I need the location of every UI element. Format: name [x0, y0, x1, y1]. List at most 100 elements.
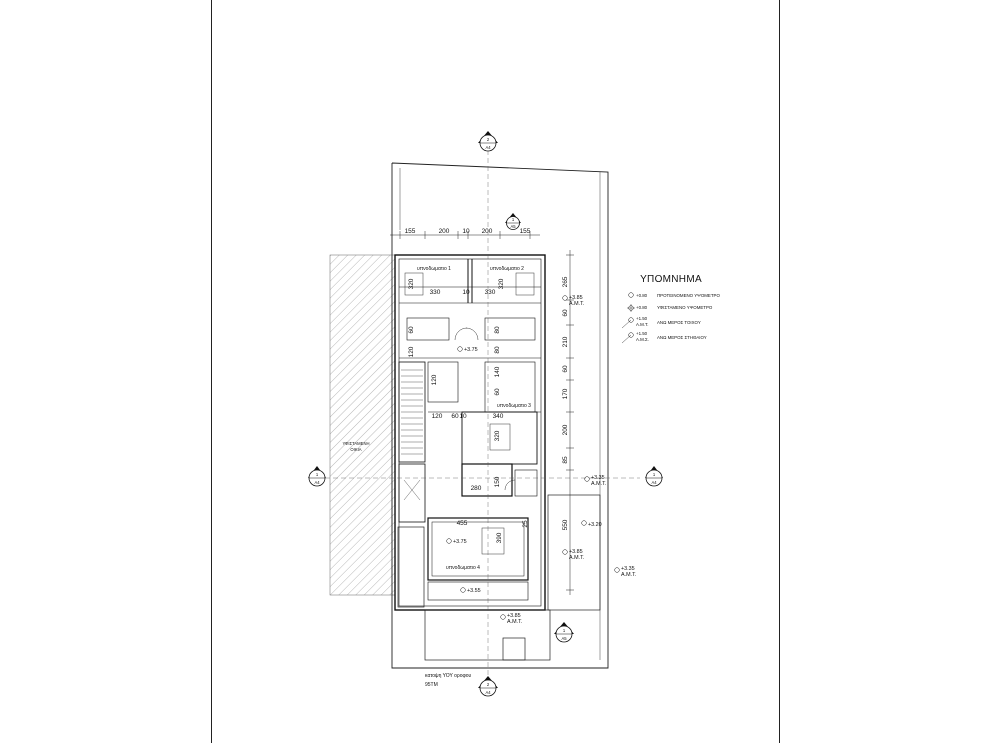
section-mark-right: 1 A4 [645, 466, 663, 487]
level-6: +3.85 [569, 549, 583, 555]
dim-150: 150 [494, 476, 501, 487]
dim-455: 455 [457, 520, 468, 527]
existing-house-label-2: ΟΙΚΙΑ [350, 447, 361, 452]
section-mark-bottom: 2 A4 [478, 676, 498, 697]
level-3-sub: Α.Μ.Τ. [591, 481, 606, 487]
legend-item-2-sub: Α.Μ.Τ. [636, 322, 648, 327]
dim-390: 390 [496, 532, 503, 543]
dim-right-5: 200 [562, 424, 569, 435]
dim-top-3: 200 [482, 228, 493, 235]
level-6-sub: Α.Μ.Τ. [569, 555, 584, 561]
axis-lines [325, 150, 640, 680]
legend-item-3-sub: Α.Μ.Σ. [636, 337, 649, 342]
section-mark-left: 1 A4 [308, 466, 326, 487]
level-5: +3.75 [453, 539, 467, 545]
level-8: +3.55 [467, 588, 481, 594]
level-markers [446, 295, 620, 620]
legend-item-1-level: +0.80 [636, 305, 648, 310]
dim-right-2: 210 [562, 336, 569, 347]
level-7-sub: Α.Μ.Τ. [621, 572, 636, 578]
legend-item-0-label: ΠΡΟΤΕΙΝΟΜΕΝΟ ΥΨΟΜΕΤΡΟ [657, 293, 720, 298]
dim-60b: 60 [451, 413, 459, 420]
dim-10: 10 [462, 289, 470, 296]
level-4: +3.20 [588, 522, 602, 528]
legend-item-0: +0.80 ΠΡΟΤΕΙΝΟΜΕΝΟ ΥΨΟΜΕΤΡΟ [628, 292, 720, 298]
svg-text:A5: A5 [510, 224, 516, 229]
room-label-2: υπνοδωματιο 2 [490, 266, 524, 272]
doors [454, 327, 516, 491]
legend-item-0-level: +0.80 [636, 293, 648, 298]
dim-330a: 330 [430, 289, 441, 296]
legend: ΥΠΟΜΝΗΜΑ +0.80 ΠΡΟΤΕΙΝΟΜΕΝΟ ΥΨΟΜΕΤΡΟ +0.… [621, 274, 720, 344]
level-9: +3.85 [507, 613, 521, 619]
dim-320b: 320 [498, 278, 505, 289]
dim-25: 25 [522, 520, 529, 528]
legend-item-2: +1.50 Α.Μ.Τ. ΑΝΩ ΜΕΡΟΣ ΤΟΙΧΟΥ [621, 316, 701, 329]
dim-80b: 80 [494, 346, 501, 354]
dim-320c: 320 [494, 430, 501, 441]
dim-340: 340 [493, 413, 504, 420]
level-9-sub: Α.Μ.Τ. [507, 619, 522, 625]
svg-text:A4: A4 [314, 480, 320, 485]
level-3: +3.35 [591, 475, 605, 481]
plot-boundary [391, 162, 609, 669]
legend-item-3: +1.50 Α.Μ.Σ. ΑΝΩ ΜΕΡΟΣ ΣΤΗΘΑΙΟΥ [621, 331, 707, 344]
legend-item-3-label: ΑΝΩ ΜΕΡΟΣ ΣΤΗΘΑΙΟΥ [657, 335, 707, 340]
beds [404, 272, 535, 555]
dim-top-0: 155 [405, 228, 416, 235]
dim-120b: 120 [431, 374, 438, 385]
level-1: +3.75 [464, 347, 478, 353]
existing-house-hatch [329, 254, 396, 596]
svg-text:1: 1 [316, 472, 319, 477]
svg-text:1: 1 [653, 472, 656, 477]
level-2: +3.85 [569, 295, 583, 301]
dim-330b: 330 [485, 289, 496, 296]
staircase [401, 369, 423, 501]
dim-top-2: 10 [462, 228, 470, 235]
plan-area: 95ΤΜ [425, 682, 438, 688]
plan-caption: κατοψη ΥΟΥ οροφου [425, 673, 472, 679]
dim-right-6: 85 [562, 456, 569, 464]
dimension-right [566, 250, 574, 595]
dim-right-4: 170 [562, 388, 569, 399]
svg-text:2: 2 [487, 137, 490, 142]
svg-text:A4: A4 [485, 145, 491, 150]
dim-280: 280 [471, 485, 482, 492]
existing-house-label: ΥΦΙΣΤΑΜΕΝΗ [342, 441, 369, 446]
legend-item-2-level: +1.50 [636, 316, 648, 321]
dimension-top [390, 231, 540, 239]
svg-text:A5: A5 [561, 636, 567, 641]
level-7: +3.35 [621, 566, 635, 572]
dim-10b: 10 [459, 413, 467, 420]
svg-text:A4: A4 [651, 480, 657, 485]
legend-item-2-label: ΑΝΩ ΜΕΡΟΣ ΤΟΙΧΟΥ [657, 320, 701, 325]
svg-text:1: 1 [563, 628, 566, 633]
legend-title: ΥΠΟΜΝΗΜΑ [640, 274, 702, 285]
building-walls [394, 254, 546, 611]
dim-right-3: 60 [562, 365, 569, 373]
room-label-3: υπνοδωματιο 3 [497, 403, 531, 409]
room-label-1: υπνοδωματιο 1 [417, 266, 451, 272]
dim-120c: 120 [432, 413, 443, 420]
dim-right-0: 265 [562, 276, 569, 287]
dim-140: 140 [494, 366, 501, 377]
dim-right-1: 60 [562, 309, 569, 317]
dim-top-4: 155 [520, 228, 531, 235]
svg-text:A4: A4 [485, 690, 491, 695]
dim-120a: 120 [408, 346, 415, 357]
dim-right-7: 550 [562, 519, 569, 530]
terrace-walls [397, 494, 601, 661]
section-mark-top: 2 A4 [478, 131, 498, 152]
dim-80a: 80 [494, 326, 501, 334]
svg-text:2: 2 [487, 682, 490, 687]
section-mark-mid: 1 A5 [505, 213, 521, 230]
level-2-sub: Α.Μ.Τ. [569, 301, 584, 307]
dim-60c: 60 [494, 388, 501, 396]
legend-item-1: +0.80 ΥΦΙΣΤΑΜΕΝΟ ΥΨΟΜΕΤΡΟ [627, 304, 713, 312]
section-mark-small-bottom: 1 A5 [554, 622, 574, 643]
room-label-4: υπνοδωματιο 4 [446, 565, 480, 571]
svg-text:1: 1 [512, 217, 515, 222]
dim-320a: 320 [408, 278, 415, 289]
